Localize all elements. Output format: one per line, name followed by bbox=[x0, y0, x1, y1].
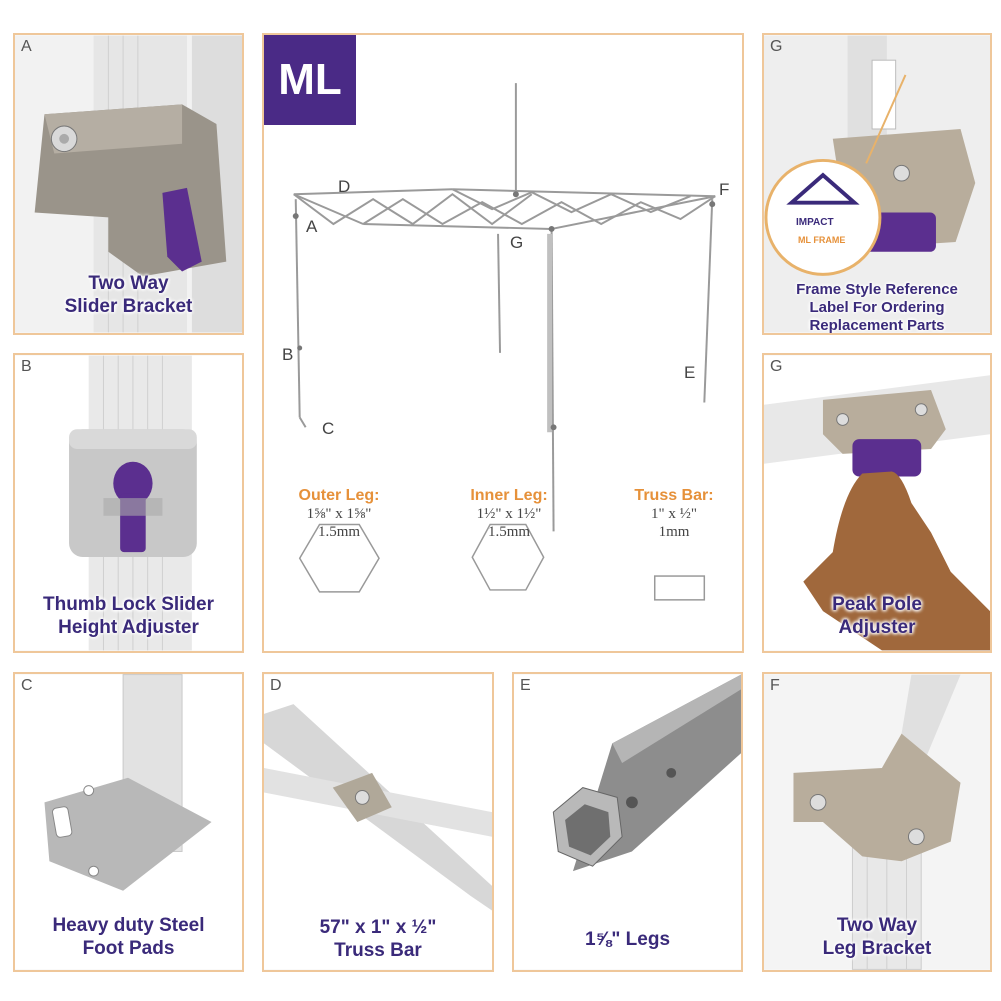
spec-thickness: 1mm bbox=[658, 524, 690, 540]
panel-letter: C bbox=[21, 677, 33, 694]
frame-label-g: G bbox=[510, 233, 524, 252]
frame-diagram-panel: ML bbox=[262, 33, 744, 653]
caption-line: 57" x 1" x ½" bbox=[319, 917, 437, 938]
caption-line: Two Way bbox=[88, 273, 169, 294]
panel-g-label-caption: Frame Style Reference Label For Ordering… bbox=[764, 281, 990, 334]
spec-dim: 1⅝" x 1⅝" bbox=[306, 506, 372, 522]
caption-line: 1⅝" Legs bbox=[584, 929, 671, 950]
caption-line: Truss Bar bbox=[334, 940, 422, 961]
panel-d: D 57" x 1" x ½" Truss Bar bbox=[262, 672, 494, 972]
slider-bracket-photo bbox=[15, 35, 242, 333]
caption-line: Height Adjuster bbox=[58, 617, 199, 638]
leg-bracket-photo bbox=[764, 674, 990, 970]
frame-label-f: F bbox=[719, 180, 730, 199]
frame-label-e: E bbox=[684, 363, 696, 382]
panel-d-caption: 57" x 1" x ½" Truss Bar bbox=[264, 916, 492, 962]
caption-line: Replacement Parts bbox=[809, 317, 945, 334]
panel-e-caption: 1⅝" Legs bbox=[514, 928, 741, 951]
caption-line: Leg Bracket bbox=[822, 938, 932, 959]
caption-line: Label For Ordering bbox=[809, 299, 945, 316]
panel-f-caption: Two Way Leg Bracket bbox=[764, 914, 990, 960]
label-frame: ML FRAME bbox=[798, 235, 846, 245]
caption-line: Peak Pole bbox=[832, 594, 922, 615]
panel-f: F Two Way Leg Bracket bbox=[762, 672, 992, 972]
spec-outer-leg: Outer Leg: 1⅝" x 1⅝" 1.5mm bbox=[264, 487, 414, 541]
panel-letter: F bbox=[770, 677, 780, 694]
panel-c: C Heavy duty Steel Foot Pads bbox=[13, 672, 244, 972]
spec-truss-bar: Truss Bar: 1" x ½" 1mm bbox=[599, 487, 742, 541]
frame-label-d: D bbox=[338, 177, 351, 196]
panel-a-caption: Two Way Slider Bracket bbox=[15, 272, 242, 318]
panel-g-label: G IMPACT ML FRAME Frame Style Reference … bbox=[762, 33, 992, 335]
panel-c-caption: Heavy duty Steel Foot Pads bbox=[15, 914, 242, 960]
caption-line: Two Way bbox=[836, 915, 918, 936]
panel-b-caption: Thumb Lock Slider Height Adjuster bbox=[15, 593, 242, 639]
spec-dim: 1" x ½" bbox=[651, 506, 697, 522]
spec-inner-leg: Inner Leg: 1½" x 1½" 1.5mm bbox=[434, 487, 584, 541]
spec-dim: 1½" x 1½" bbox=[476, 506, 542, 522]
thumb-lock-photo bbox=[15, 355, 242, 651]
spec-title: Inner Leg: bbox=[470, 487, 548, 504]
panel-g-adjuster-caption: Peak Pole Adjuster bbox=[764, 593, 990, 639]
panel-b: B Thumb Lock Slider Height Adjuster bbox=[13, 353, 244, 653]
panel-e: E 1⅝" Legs bbox=[512, 672, 743, 972]
caption-line: Adjuster bbox=[838, 617, 916, 638]
caption-line: Thumb Lock Slider bbox=[42, 594, 215, 615]
caption-line: Slider Bracket bbox=[64, 296, 193, 317]
spec-thickness: 1.5mm bbox=[317, 524, 361, 540]
panel-letter: A bbox=[21, 38, 32, 55]
panel-letter: G bbox=[770, 358, 783, 375]
truss-bar-photo bbox=[264, 674, 492, 970]
spec-title: Truss Bar: bbox=[634, 487, 714, 504]
legs-photo bbox=[514, 674, 741, 970]
peak-pole-photo bbox=[764, 355, 990, 651]
panel-letter: D bbox=[270, 677, 282, 694]
panel-letter: G bbox=[770, 38, 783, 55]
frame-label-c: C bbox=[322, 419, 335, 438]
frame-label-b: B bbox=[282, 345, 294, 364]
spec-thickness: 1.5mm bbox=[487, 524, 531, 540]
frame-label-a: A bbox=[306, 217, 318, 236]
caption-line: Frame Style Reference bbox=[796, 281, 958, 298]
panel-a: A Two Way Slider Bracket bbox=[13, 33, 244, 335]
panel-letter: B bbox=[21, 358, 32, 375]
spec-title: Outer Leg: bbox=[298, 487, 380, 504]
panel-letter: E bbox=[520, 677, 531, 694]
caption-line: Foot Pads bbox=[82, 938, 175, 959]
frame-diagram bbox=[292, 83, 716, 601]
model-badge: ML bbox=[264, 35, 356, 125]
label-brand: IMPACT bbox=[796, 217, 834, 228]
foot-pad-photo bbox=[15, 674, 242, 970]
panel-g-adjuster: G Peak Pole Adjuster bbox=[762, 353, 992, 653]
caption-line: Heavy duty Steel bbox=[52, 915, 205, 936]
frame-label-photo bbox=[764, 35, 990, 333]
